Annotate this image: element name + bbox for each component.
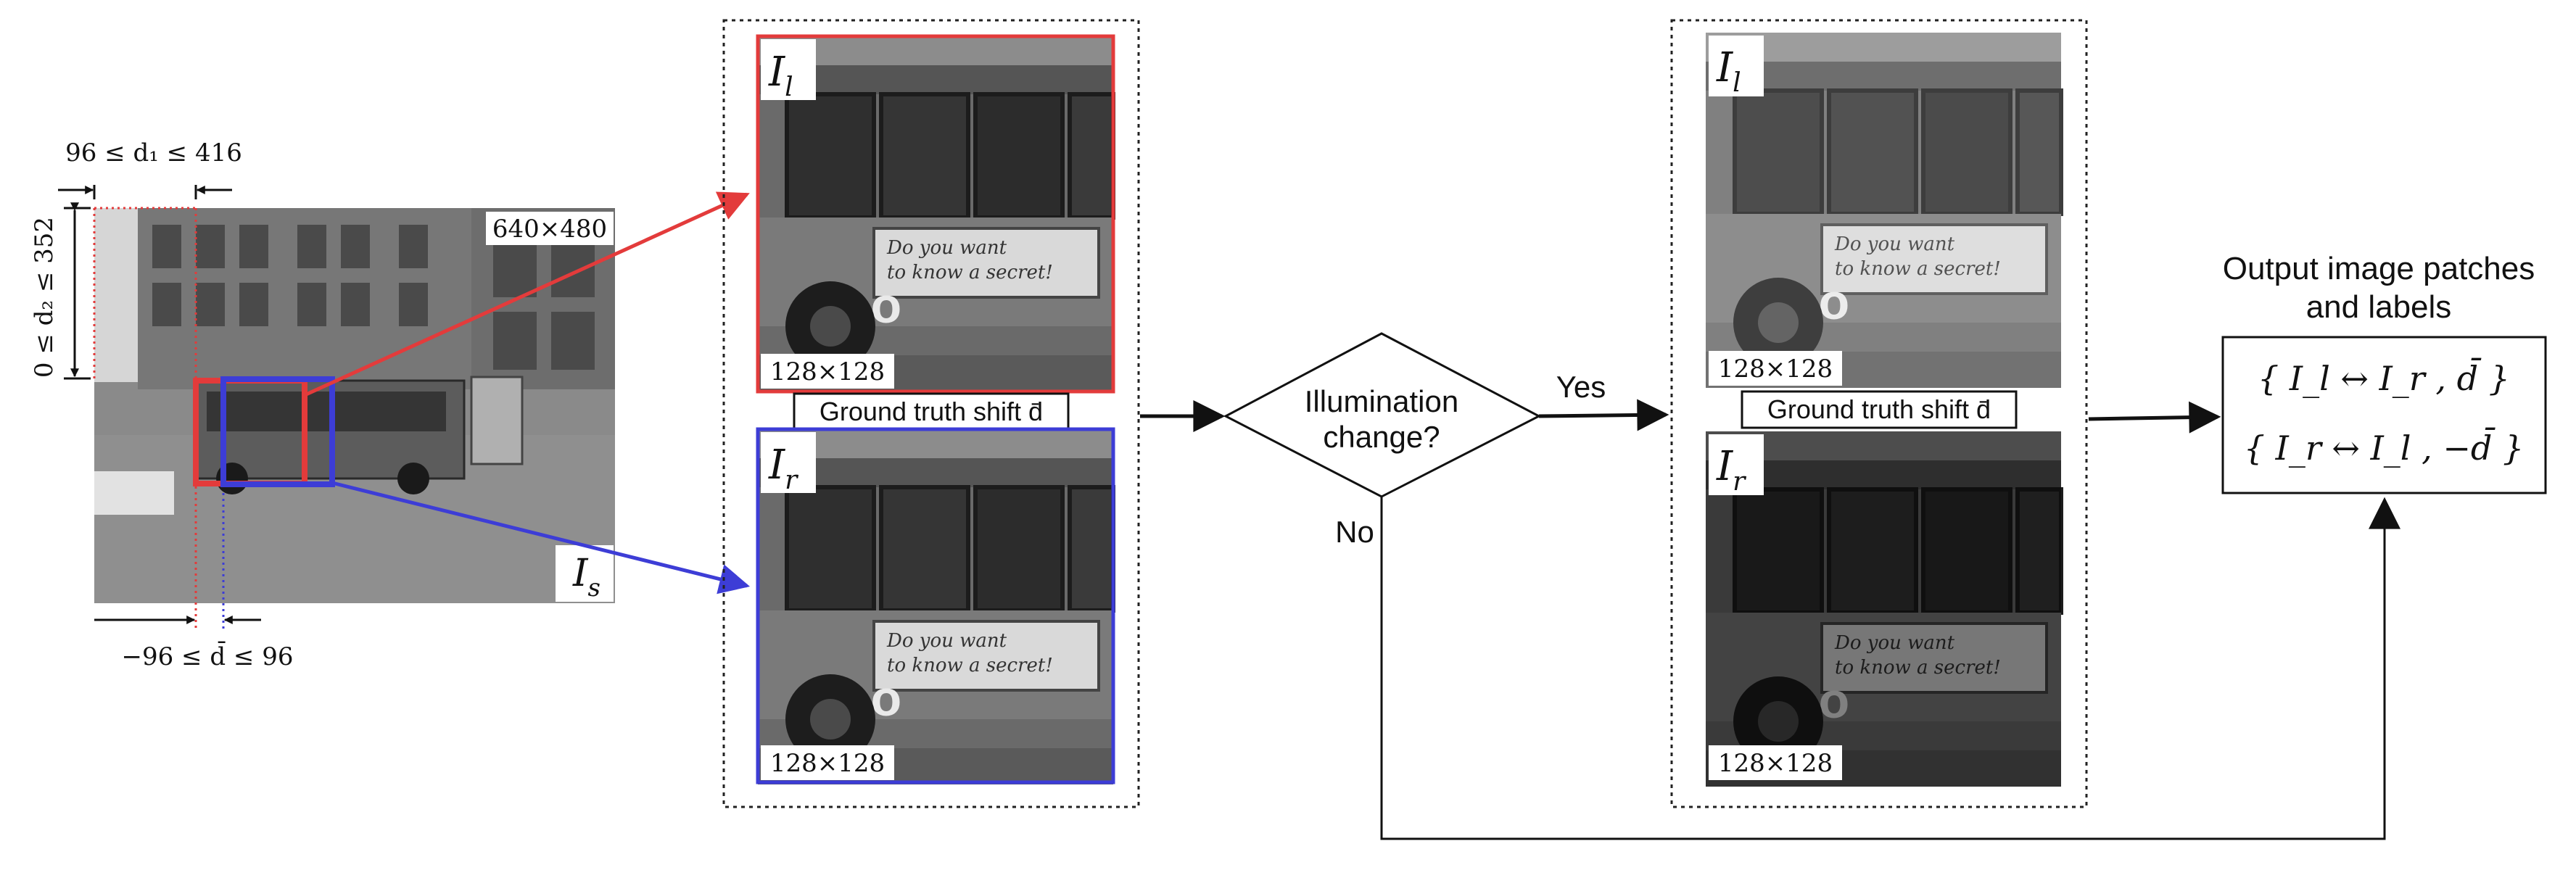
output-title-line1: Output image patches [2223, 251, 2535, 286]
left-shift-label: Ground truth shift d̄ [820, 397, 1043, 426]
left-top-size-label: 128×128 [770, 357, 885, 386]
right-top-patch: Il 128×128 [1706, 33, 2061, 388]
left-bottom-patch: Ir 128×128 [758, 429, 1113, 784]
dim-horizontal-label: 96 ≤ d₁ ≤ 416 [65, 138, 242, 167]
left-top-frame [756, 34, 1115, 394]
left-shift-box [793, 392, 1070, 431]
left-panel [722, 19, 1140, 808]
right-top-patch-label: Il [1716, 44, 1741, 98]
left-bottom-frame [756, 427, 1115, 784]
right-crop-box [220, 376, 335, 487]
red-arrow [303, 191, 750, 397]
output-label-2: { I_r ↔ I_l , −d̄ } [2244, 426, 2524, 468]
blue-arrow [331, 481, 751, 594]
left-bottom-size-label: 128×128 [770, 749, 885, 778]
source-patch-label: Is [572, 552, 600, 602]
right-bottom-patch: Ir 128×128 [1706, 431, 2061, 787]
right-bottom-size-label: 128×128 [1718, 749, 1833, 778]
left-top-patch: Il 128×128 [758, 36, 1113, 392]
decision-line2: change? [1323, 420, 1440, 454]
left-top-patch-label: Il [768, 49, 793, 102]
source-dotted-guides [93, 207, 225, 631]
no-path [1380, 497, 2400, 840]
source-image [94, 208, 615, 603]
right-top-size-label: 128×128 [1718, 355, 1833, 384]
dim-horizontal [58, 185, 232, 199]
right-panel [1670, 19, 2088, 808]
dim-vertical-label: 0 ≤ d₂ ≤ 352 [30, 217, 59, 378]
right-bottom-patch-label: Ir [1716, 443, 1746, 497]
arrow-to-output [2088, 401, 2221, 434]
output-title-line2: and labels [2306, 289, 2452, 325]
right-shift-label: Ground truth shift d̄ [1767, 394, 1991, 424]
source-size-label: 640×480 [492, 215, 607, 244]
yes-arrow [1538, 399, 1669, 431]
no-label: No [1335, 515, 1374, 549]
dim-vertical [64, 202, 91, 380]
yes-label: Yes [1556, 370, 1606, 404]
output-label-1: { I_l ↔ I_r , d̄ } [2258, 357, 2510, 398]
dim-shift-label: −96 ≤ d̄ ≤ 96 [122, 641, 294, 671]
right-shift-box [1741, 390, 2018, 429]
left-bottom-patch-label: Ir [768, 442, 798, 495]
decision-line1: Illumination [1305, 384, 1458, 418]
output-box [2221, 336, 2547, 494]
